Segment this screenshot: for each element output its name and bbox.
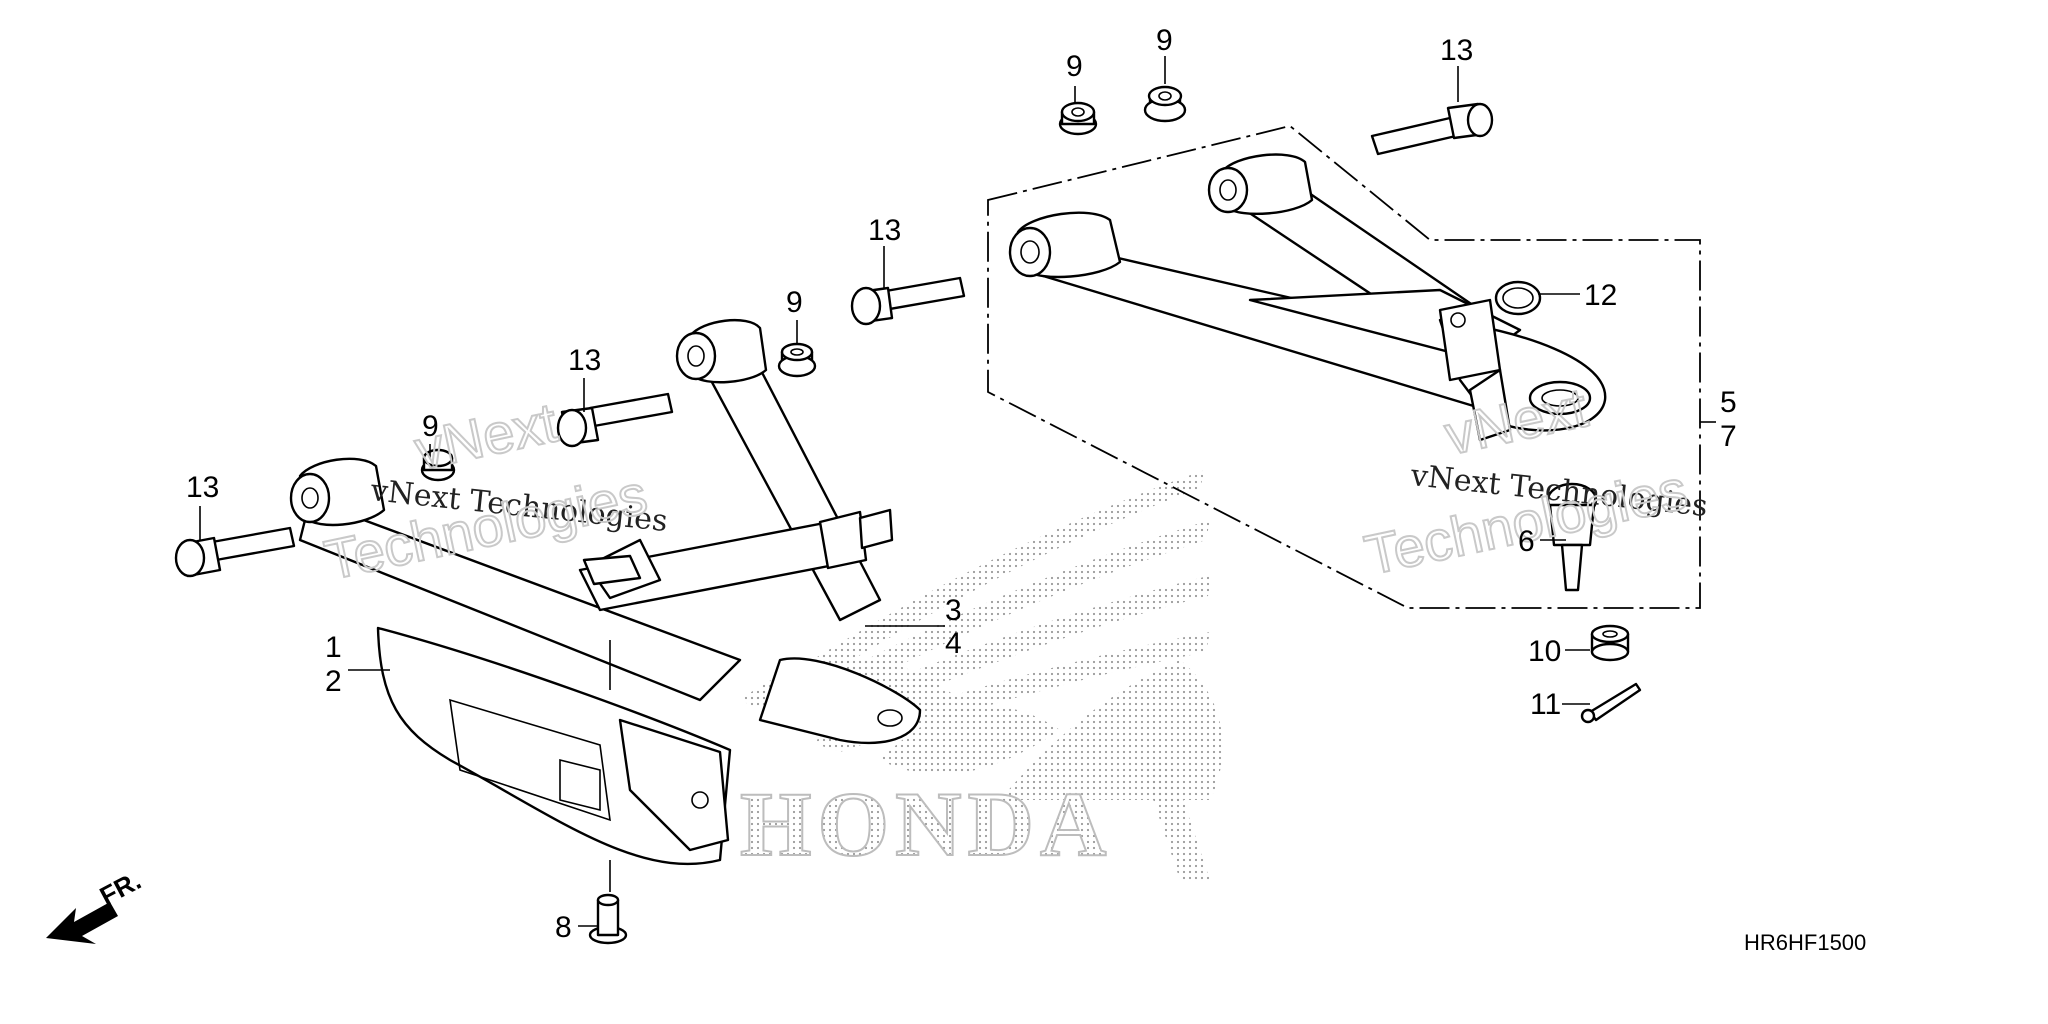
callout-3: 3 bbox=[945, 594, 962, 627]
diagram-code: HR6HF1500 bbox=[1744, 930, 1866, 955]
clip-nut bbox=[582, 554, 642, 586]
upper-arm bbox=[1008, 153, 1607, 442]
callout-11: 11 bbox=[1530, 688, 1561, 721]
nut-9c bbox=[1058, 101, 1098, 136]
skid-plate bbox=[376, 626, 732, 866]
circlip-12 bbox=[1494, 280, 1542, 316]
brand-logo-text: HONDA bbox=[740, 773, 1112, 875]
callout-2: 2 bbox=[325, 665, 342, 698]
callout-6: 6 bbox=[1518, 525, 1535, 558]
nut-9d bbox=[1143, 85, 1187, 123]
callout-13-upper-right: 13 bbox=[1440, 34, 1473, 67]
callout-10: 10 bbox=[1528, 635, 1561, 668]
castle-nut-10 bbox=[1590, 624, 1630, 662]
callout-12: 12 bbox=[1584, 279, 1617, 312]
callout-9-left: 9 bbox=[422, 410, 439, 443]
front-arrow-icon bbox=[46, 902, 118, 944]
callout-labels: 1 2 3 4 5 6 7 8 9 9 9 9 10 11 12 13 13 1… bbox=[186, 24, 1737, 944]
callout-13-upper-mid: 13 bbox=[868, 214, 901, 247]
callout-7: 7 bbox=[1720, 420, 1737, 453]
front-marker-text: FR. bbox=[95, 865, 146, 911]
callout-1: 1 bbox=[325, 631, 342, 664]
bolt-8 bbox=[588, 893, 628, 945]
callout-4: 4 bbox=[945, 627, 962, 660]
leader-lines bbox=[199, 56, 1716, 927]
ball-joint-6 bbox=[1546, 482, 1598, 592]
assembly-outline-box bbox=[987, 125, 1701, 609]
cotter-pin-11 bbox=[1580, 682, 1642, 724]
bolt-13b bbox=[556, 392, 674, 448]
bolt-13d bbox=[1370, 102, 1494, 156]
nut-9a bbox=[420, 448, 456, 482]
callout-8: 8 bbox=[555, 911, 572, 944]
callout-13-lower-mid: 13 bbox=[568, 344, 601, 377]
callout-5: 5 bbox=[1720, 386, 1737, 419]
lower-arm bbox=[289, 318, 922, 745]
nut-9b bbox=[777, 342, 817, 378]
callout-13-left: 13 bbox=[186, 471, 219, 504]
callout-9-lower-rear: 9 bbox=[786, 286, 803, 319]
bolt-13c bbox=[850, 276, 966, 326]
callout-9-upper-right: 9 bbox=[1156, 24, 1173, 57]
bolt-13a bbox=[174, 526, 296, 578]
callout-9-upper-left: 9 bbox=[1066, 50, 1083, 83]
